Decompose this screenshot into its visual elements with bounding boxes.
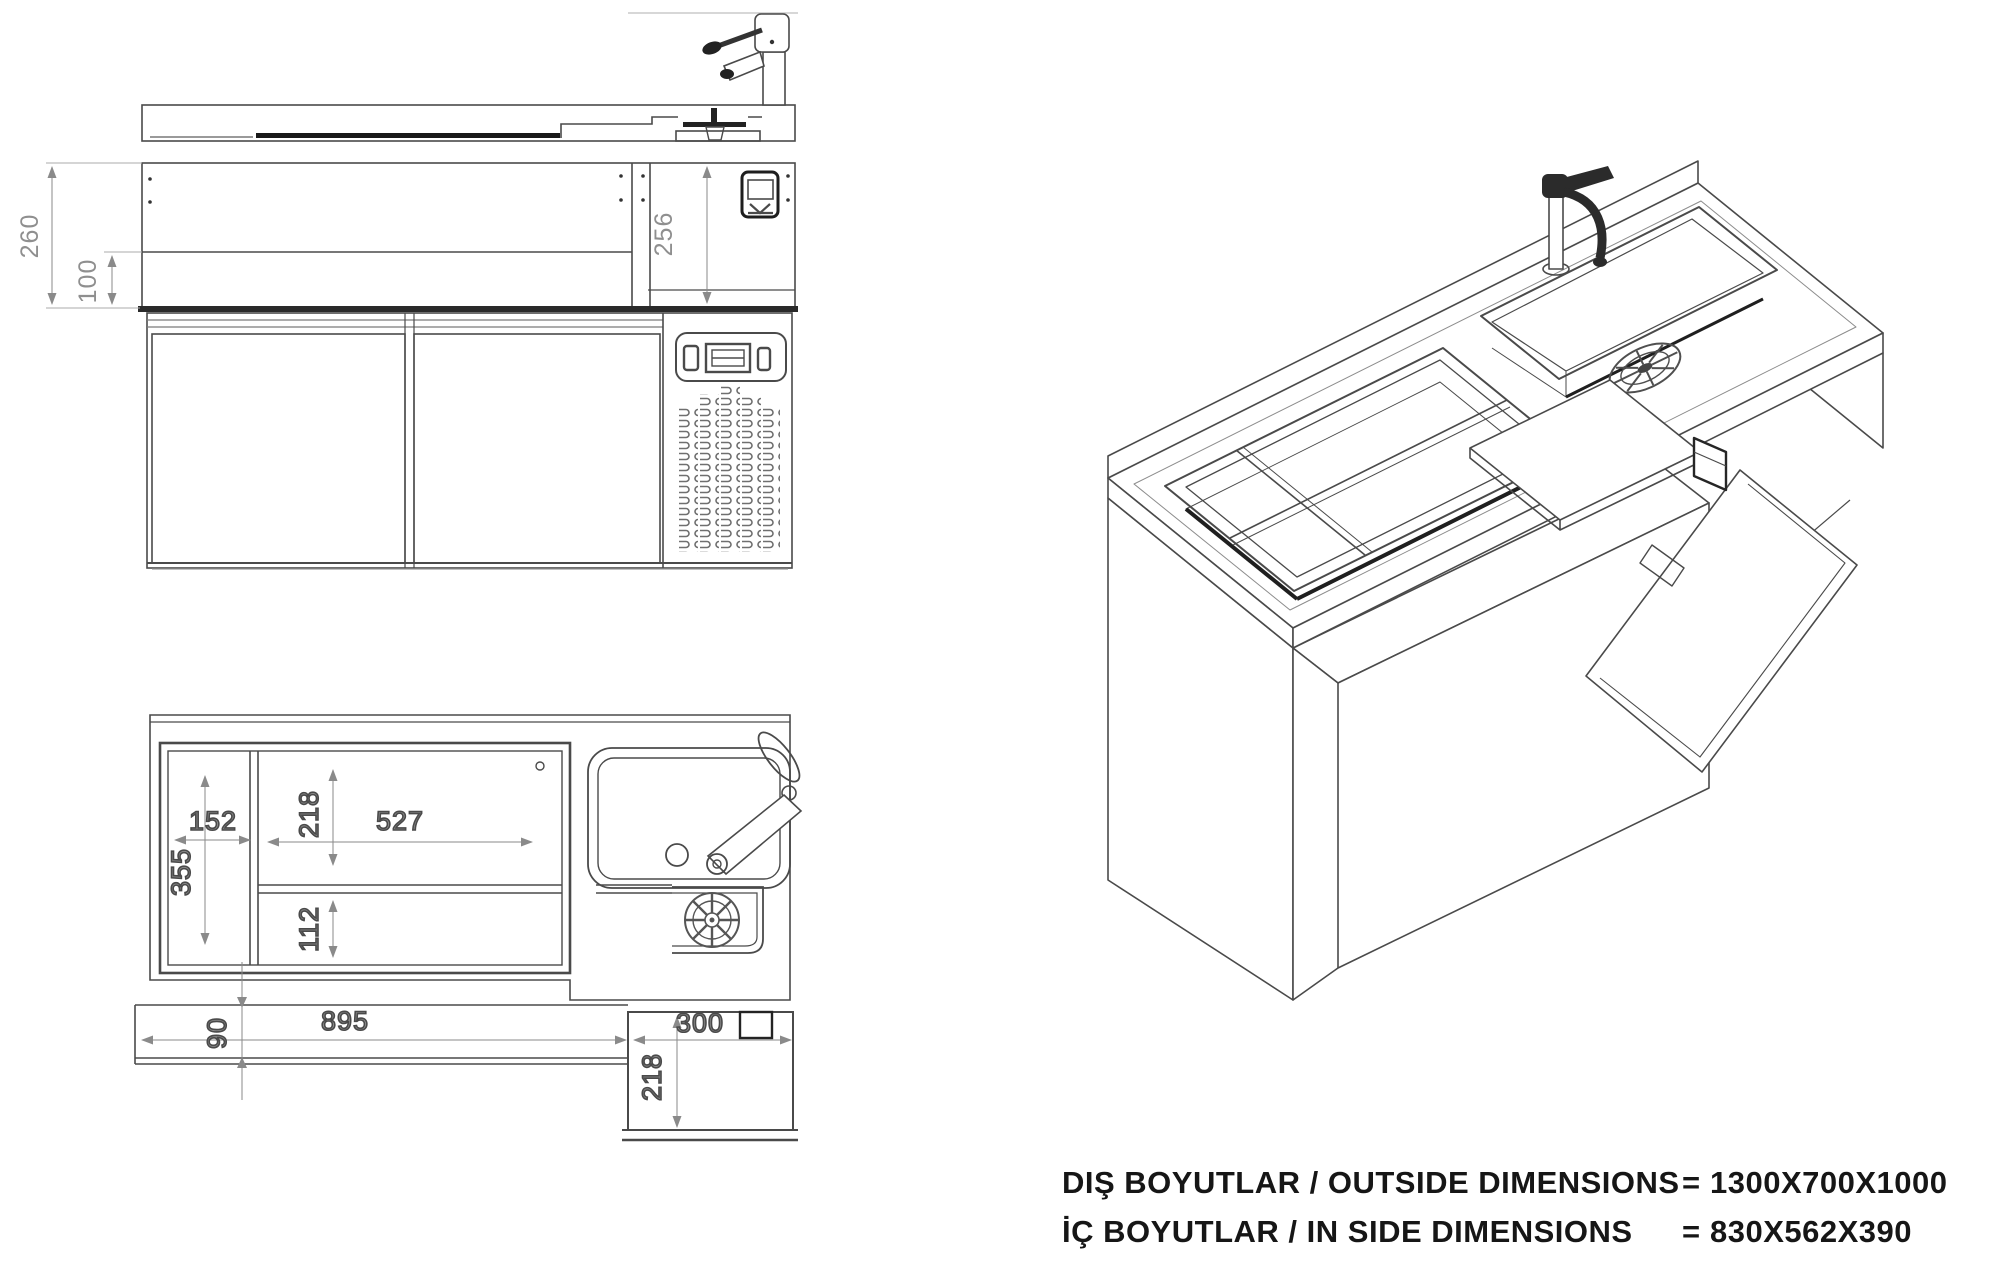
outside-dimensions-value: 1300X700X1000 <box>1710 1165 1948 1200</box>
dim-label-112: 112 <box>294 906 324 952</box>
isometric-view <box>1107 160 1884 1001</box>
dim-label-100: 100 <box>74 259 102 304</box>
drain-lever-front <box>675 108 761 142</box>
plan-view: 152 355 218 527 112 90 895 300 218 <box>134 714 803 1142</box>
front-elevation-view: 260 100 256 <box>16 12 798 570</box>
dim-label-260: 260 <box>16 214 44 259</box>
bottom-shelf-plan <box>622 1010 798 1142</box>
dim-label-218-shelf: 218 <box>637 1053 667 1101</box>
counter-step <box>560 116 762 138</box>
inside-dimensions-value: 830X562X390 <box>1710 1214 1913 1249</box>
shelf-notch <box>738 1010 774 1040</box>
plan-dimensions <box>141 769 792 1128</box>
iso-dispenser-box <box>1692 436 1728 492</box>
inside-dimensions-row: İÇ BOYUTLAR / IN SIDE DIMENSIONS = 830X562… <box>1062 1207 1992 1256</box>
ice-bin-plan <box>158 741 572 975</box>
counter-slot <box>256 133 560 138</box>
plan-outline <box>149 714 791 1001</box>
dim-label-355: 355 <box>166 848 196 896</box>
vent-grille <box>679 386 780 552</box>
iso-flap-door <box>1585 469 1858 773</box>
iso-sink <box>1480 206 1778 399</box>
dim-label-256: 256 <box>650 212 678 257</box>
outside-equals: = <box>1682 1165 1701 1200</box>
dim-label-300: 300 <box>676 1008 724 1038</box>
dim-label-90: 90 <box>202 1017 232 1049</box>
faucet-plan <box>706 731 803 876</box>
glass-rinser-plan <box>672 886 764 954</box>
inside-dimensions-label: İÇ BOYUTLAR / IN SIDE DIMENSIONS <box>1062 1214 1633 1249</box>
worktop-edge <box>138 306 798 312</box>
upper-body-front <box>141 162 796 309</box>
drain-hole-plan <box>665 843 689 867</box>
control-panel <box>675 332 787 382</box>
faucet-front <box>702 13 790 106</box>
dim-label-152: 152 <box>189 806 237 836</box>
dim-label-895: 895 <box>321 1006 369 1036</box>
screw-dots <box>148 174 790 204</box>
iso-faucet <box>1542 166 1614 276</box>
outside-dimensions-row: DIŞ BOYUTLAR / OUTSIDE DIMENSIONS= 1300X7… <box>1062 1158 1992 1207</box>
front-dimensions <box>46 162 712 309</box>
plan-front-band <box>134 1004 628 1065</box>
inside-equals: = <box>1682 1214 1701 1249</box>
dim-label-218-top: 218 <box>294 790 324 838</box>
dispenser-front <box>740 170 780 219</box>
outside-dimensions-label: DIŞ BOYUTLAR / OUTSIDE DIMENSIONS <box>1062 1165 1680 1200</box>
lower-cabinet-front <box>146 312 793 570</box>
dimension-notes: DIŞ BOYUTLAR / OUTSIDE DIMENSIONS= 1300X7… <box>1062 1158 1992 1256</box>
dim-label-527: 527 <box>376 806 424 836</box>
